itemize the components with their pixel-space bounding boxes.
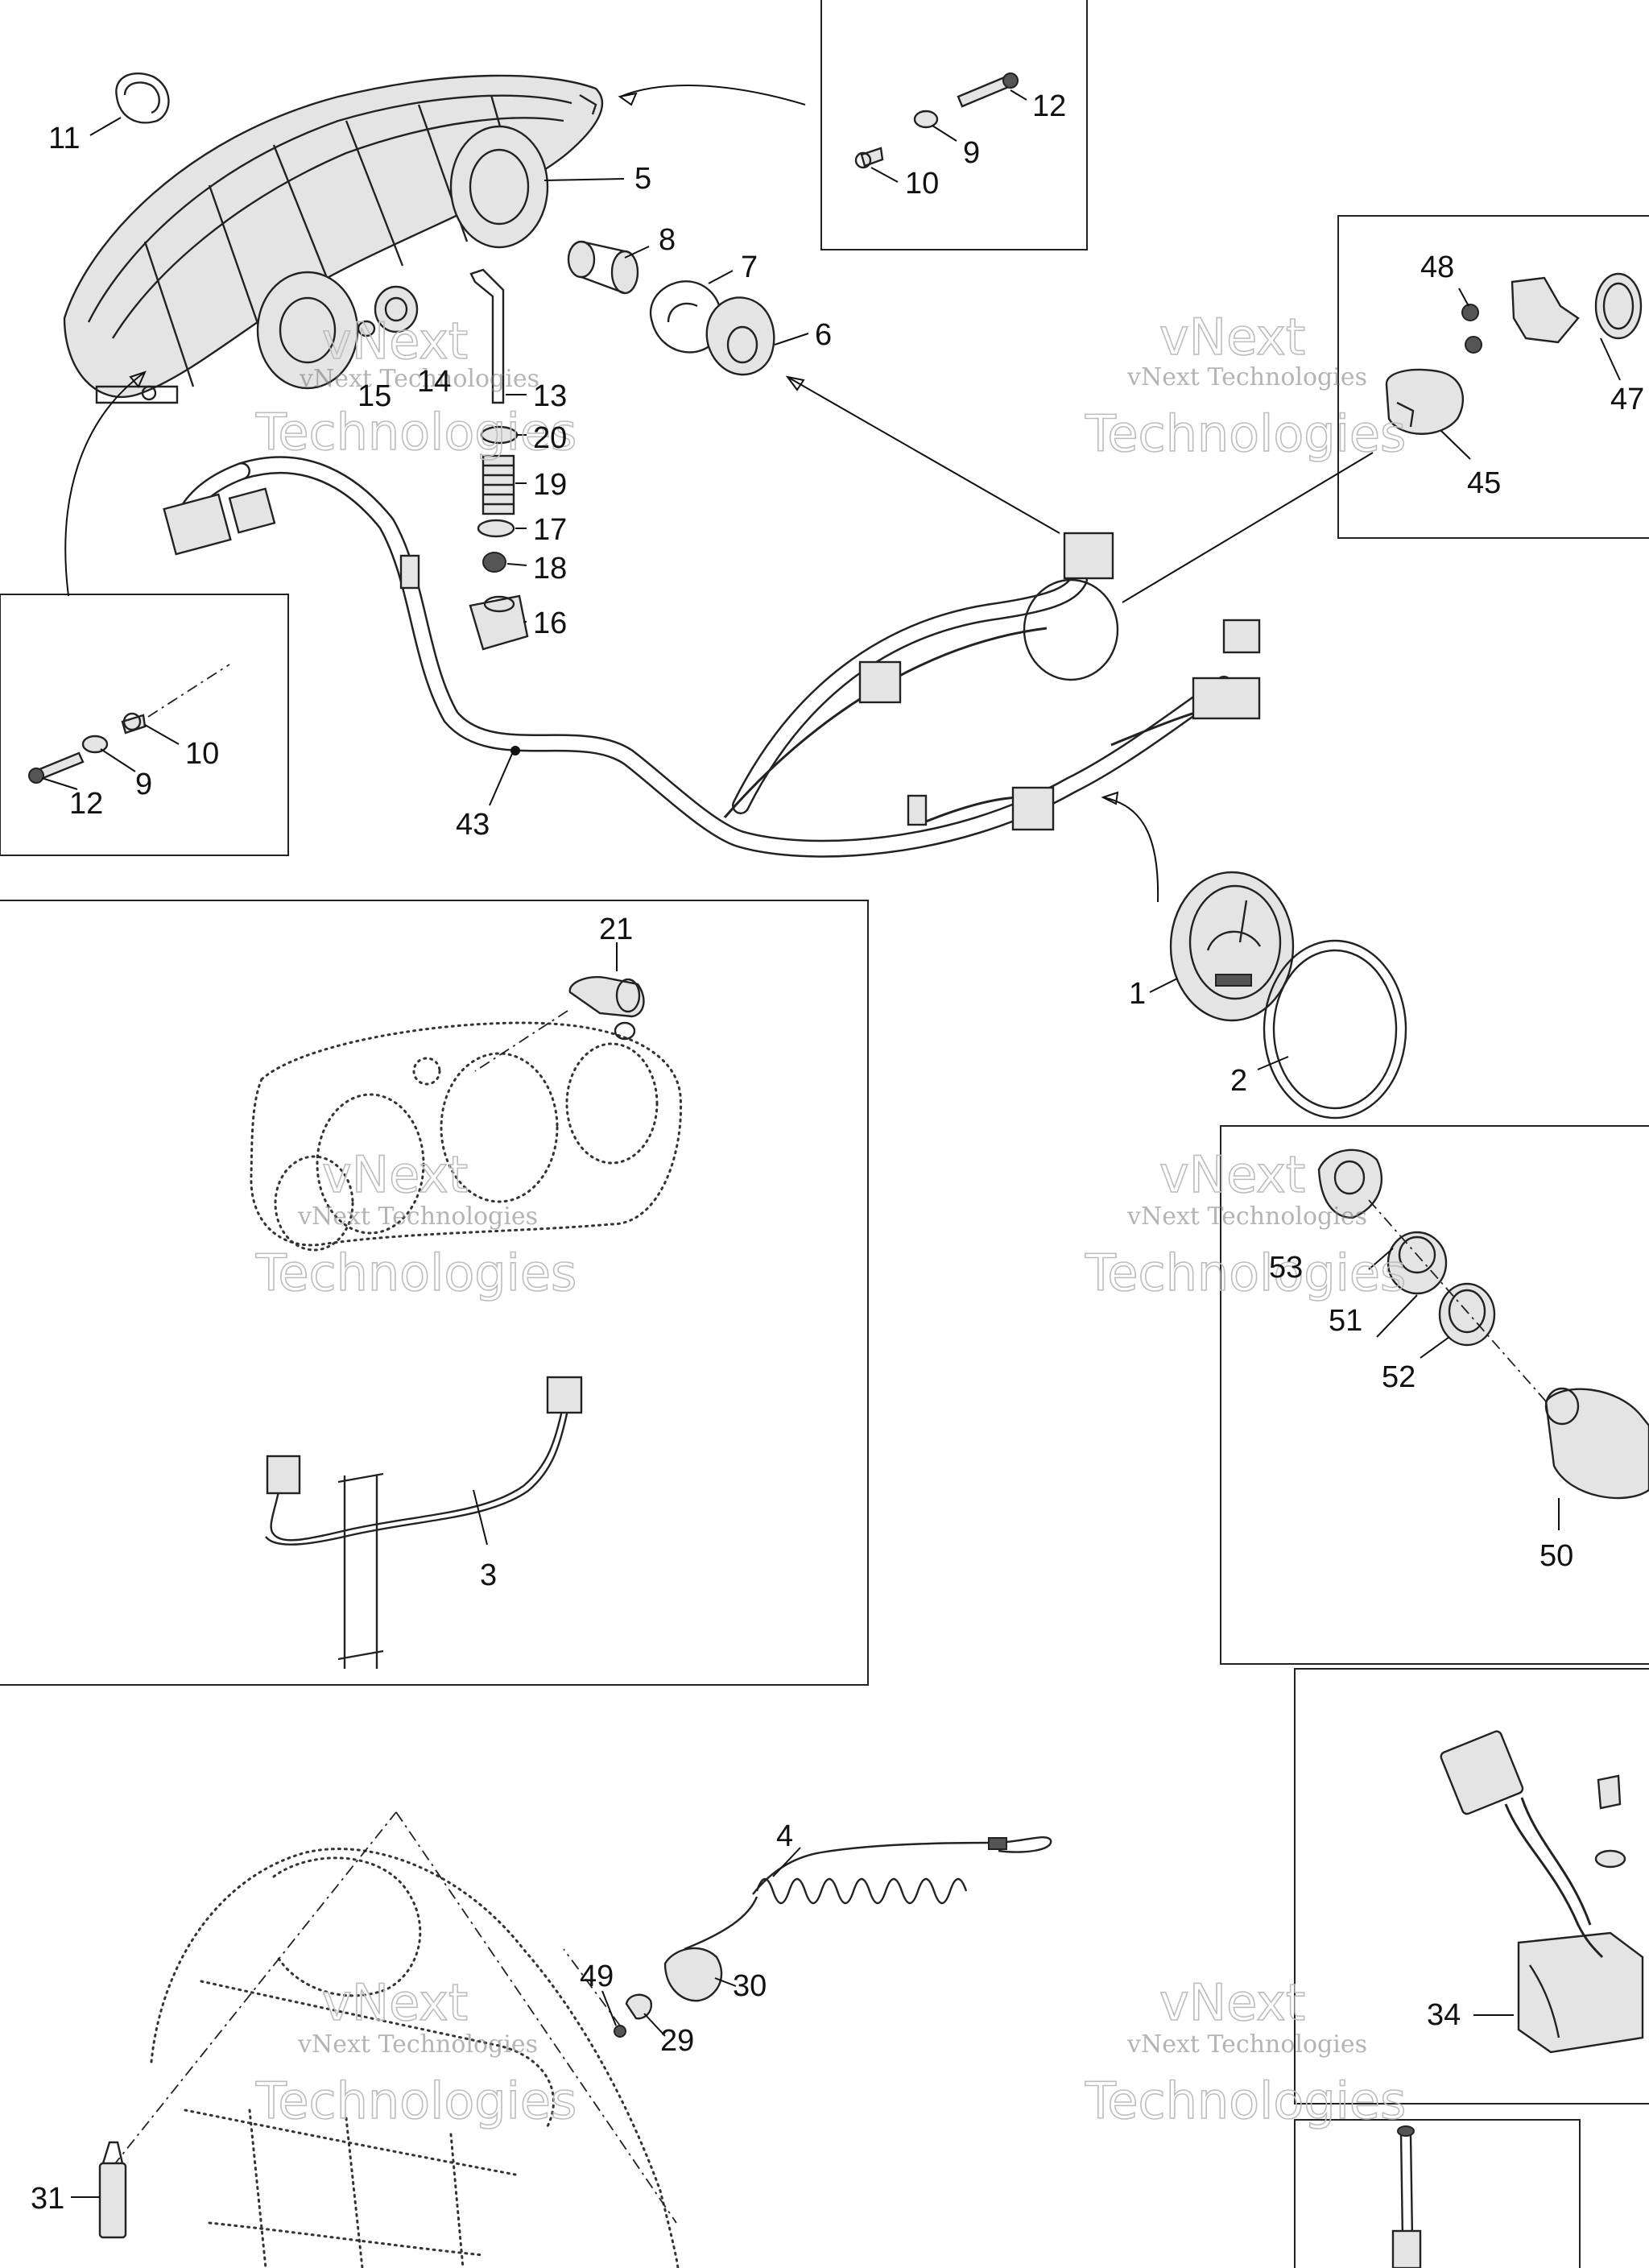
callout-19: 19 — [533, 468, 567, 502]
callout-5: 5 — [634, 162, 651, 196]
bottom-right-bolt — [1391, 2125, 1422, 2268]
fasteners-lower — [28, 664, 230, 784]
callout-49: 49 — [580, 1960, 614, 1993]
watermark-5: vNext Technologies — [297, 2030, 538, 2059]
watermark-1-big-b: Technologies — [255, 403, 577, 461]
frame-gauge-bracket — [1337, 215, 1649, 539]
watermark-3-big-b: Technologies — [255, 1244, 577, 1302]
callout-2: 2 — [1230, 1064, 1247, 1098]
console-housing — [98, 1811, 680, 2268]
headlight-assembly — [63, 74, 604, 404]
callout-8: 8 — [659, 223, 676, 257]
watermark-2: vNext Technologies — [1126, 363, 1367, 391]
frame-lower-fasteners — [0, 594, 289, 856]
harness-reference-dot — [510, 746, 520, 755]
frame-ignition-switch — [1220, 1125, 1649, 1665]
callout-43: 43 — [456, 808, 490, 842]
clip-part — [115, 72, 170, 124]
adjuster-stack — [469, 268, 529, 651]
callout-12-lower: 12 — [69, 787, 103, 821]
frame-cluster-harness — [0, 900, 869, 1686]
regulator-group — [1440, 1730, 1644, 2054]
callout-20: 20 — [533, 421, 567, 455]
watermark-2-big-b: Technologies — [1085, 404, 1406, 463]
callouts: 11 5 12 9 10 8 7 6 14 15 13 20 19 17 18 … — [31, 89, 1644, 2216]
fasteners-top — [854, 72, 1019, 169]
callout-50: 50 — [1539, 1539, 1573, 1573]
frame-regulator — [1294, 1668, 1649, 2105]
watermark-4-big-a: vNext — [1159, 1145, 1305, 1204]
watermark-6-big-a: vNext — [1159, 1973, 1305, 2032]
frame-headlight-fasteners — [820, 0, 1088, 250]
callout-52: 52 — [1382, 1360, 1415, 1394]
callout-6: 6 — [815, 318, 832, 352]
watermark-3-big-a: vNext — [322, 1145, 468, 1204]
cluster-outline — [250, 975, 683, 1252]
grommet-parts — [357, 285, 419, 337]
watermark-4: vNext Technologies — [1126, 1202, 1367, 1231]
callout-10-lower: 10 — [185, 737, 219, 771]
callout-3: 3 — [480, 1558, 497, 1592]
harness-3 — [265, 1376, 583, 1669]
callout-16: 16 — [533, 606, 567, 640]
callout-30: 30 — [733, 1969, 767, 2003]
watermarks: vNext Technologies vNext Technologies vN… — [254, 307, 1407, 2131]
callout-34: 34 — [1427, 1998, 1461, 2032]
callout-7: 7 — [741, 250, 758, 284]
lanyard-parts — [663, 1836, 1052, 2002]
callout-18: 18 — [533, 552, 567, 586]
callout-53: 53 — [1269, 1251, 1303, 1285]
callout-21: 21 — [599, 913, 633, 946]
callout-17: 17 — [533, 513, 567, 547]
callout-15: 15 — [357, 379, 391, 413]
callout-12-top: 12 — [1032, 89, 1066, 123]
callout-48: 48 — [1420, 250, 1454, 284]
callout-10-top: 10 — [905, 167, 939, 201]
callout-14: 14 — [417, 365, 451, 399]
callout-9-top: 9 — [963, 136, 980, 170]
watermark-5-big-b: Technologies — [255, 2071, 577, 2130]
callout-51: 51 — [1329, 1304, 1362, 1338]
watermark-5-big-a: vNext — [322, 1973, 468, 2032]
watermark-4-big-b: Technologies — [1085, 1244, 1406, 1302]
leader-lines — [41, 85, 1621, 2198]
watermark-2-big-a: vNext — [1159, 308, 1305, 366]
frame-bottom-right — [1294, 2119, 1581, 2268]
watermark-1-big-a: vNext — [322, 312, 468, 370]
gauge-bracket-group — [1385, 272, 1643, 435]
callout-4: 4 — [776, 1819, 793, 1853]
callout-9-lower: 9 — [135, 768, 152, 801]
callout-11: 11 — [48, 122, 80, 155]
watermark-1: vNext Technologies — [299, 365, 539, 393]
main-harness — [163, 456, 1261, 858]
callout-13: 13 — [533, 379, 567, 413]
callout-47: 47 — [1610, 383, 1644, 416]
callout-45: 45 — [1467, 466, 1501, 500]
watermark-6-big-b: Technologies — [1085, 2071, 1406, 2130]
callout-1: 1 — [1129, 977, 1146, 1011]
fasteners-49-29 — [563, 1948, 652, 2038]
ignition-switch-group — [1317, 1148, 1649, 1500]
callout-29: 29 — [660, 2024, 694, 2058]
bulb-parts — [567, 240, 775, 376]
watermark-3: vNext Technologies — [297, 1202, 538, 1231]
watermark-6: vNext Technologies — [1126, 2030, 1367, 2059]
gauge-parts — [1169, 871, 1407, 1120]
callout-31: 31 — [31, 2182, 64, 2216]
